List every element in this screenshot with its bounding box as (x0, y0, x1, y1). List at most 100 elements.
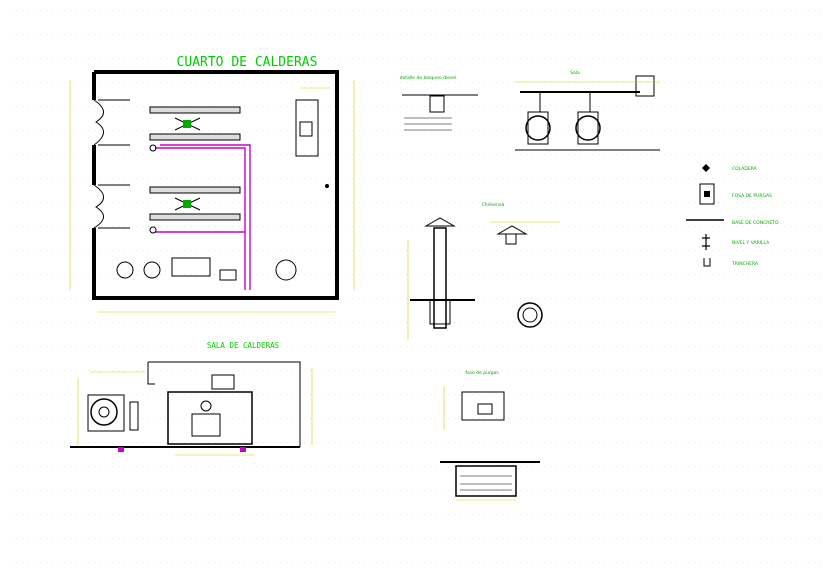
grid-dot (442, 466, 443, 467)
grid-dot (574, 154, 575, 155)
grid-dot (442, 322, 443, 323)
grid-dot (592, 466, 593, 467)
grid-dot (28, 418, 29, 419)
grid-dot (382, 538, 383, 539)
grid-dot (430, 274, 431, 275)
grid-dot (718, 82, 719, 83)
legend-label: COLADERA (732, 166, 758, 172)
grid-dot (148, 202, 149, 203)
grid-dot (448, 58, 449, 59)
grid-dot (28, 298, 29, 299)
grid-dot (730, 226, 731, 227)
grid-dot (220, 562, 221, 563)
grid-dot (262, 490, 263, 491)
grid-dot (508, 418, 509, 419)
grid-dot (352, 250, 353, 251)
grid-dot (676, 154, 677, 155)
grid-dot (748, 130, 749, 131)
grid-dot (532, 34, 533, 35)
grid-dot (316, 322, 317, 323)
grid-dot (82, 538, 83, 539)
grid-dot (478, 58, 479, 59)
grid-dot (748, 562, 749, 563)
grid-dot (208, 490, 209, 491)
grid-dot (16, 538, 17, 539)
grid-dot (514, 34, 515, 35)
grid-dot (544, 202, 545, 203)
grid-dot (316, 346, 317, 347)
grid-dot (142, 178, 143, 179)
grid-dot (544, 370, 545, 371)
grid-dot (820, 370, 821, 371)
grid-dot (226, 538, 227, 539)
grid-dot (16, 154, 17, 155)
grid-dot (142, 394, 143, 395)
boiler-elevation: Sala (515, 70, 660, 151)
grid-dot (154, 442, 155, 443)
grid-dot (226, 82, 227, 83)
grid-dot (382, 250, 383, 251)
tank (116, 261, 134, 279)
grid-dot (568, 322, 569, 323)
grid-dot (532, 562, 533, 563)
grid-dot (526, 442, 527, 443)
grid-dot (472, 202, 473, 203)
grid-dot (808, 226, 809, 227)
grid-dot (478, 10, 479, 11)
grid-dot (706, 58, 707, 59)
grid-dot (280, 178, 281, 179)
grid-dot (430, 298, 431, 299)
grid-dot (712, 490, 713, 491)
grid-dot (424, 322, 425, 323)
grid-dot (232, 178, 233, 179)
grid-dot (172, 130, 173, 131)
grid-dot (382, 514, 383, 515)
purge-pit-detail: foso de purgas (440, 370, 540, 501)
grid-dot (304, 82, 305, 83)
grid-dot (88, 34, 89, 35)
section-burner (191, 413, 221, 437)
grid-dot (226, 130, 227, 131)
grid-dot (322, 370, 323, 371)
grid-dot (490, 130, 491, 131)
grid-dot (808, 250, 809, 251)
grid-dot (58, 322, 59, 323)
grid-dot (790, 298, 791, 299)
diesel-pit (429, 95, 445, 113)
grid-dot (190, 514, 191, 515)
grid-dot (772, 106, 773, 107)
grid-dot (616, 202, 617, 203)
grid-dot (748, 538, 749, 539)
grid-dot (52, 466, 53, 467)
grid-dot (100, 466, 101, 467)
grid-dot (712, 538, 713, 539)
grid-dot (694, 322, 695, 323)
grid-dot (556, 154, 557, 155)
grid-dot (286, 394, 287, 395)
grid-dot (820, 562, 821, 563)
elevation-boiler-body (577, 111, 599, 145)
grid-dot (166, 130, 167, 131)
grid-dot (676, 466, 677, 467)
grid-dot (352, 490, 353, 491)
grid-dot (256, 202, 257, 203)
grid-dot (394, 490, 395, 491)
grid-dot (472, 418, 473, 419)
grid-dot (736, 106, 737, 107)
grid-dot (40, 82, 41, 83)
grid-dot (484, 322, 485, 323)
grid-dot (676, 82, 677, 83)
grid-dot (400, 58, 401, 59)
grid-dot (610, 130, 611, 131)
grid-dot (382, 418, 383, 419)
grid-dot (682, 10, 683, 11)
pipe-valve (149, 144, 157, 152)
grid-dot (190, 58, 191, 59)
grid-dot (370, 178, 371, 179)
grid-dot (640, 82, 641, 83)
grid-dot (130, 394, 131, 395)
grid-dot (688, 442, 689, 443)
grid-dot (202, 418, 203, 419)
grid-dot (562, 130, 563, 131)
grid-dot (724, 490, 725, 491)
